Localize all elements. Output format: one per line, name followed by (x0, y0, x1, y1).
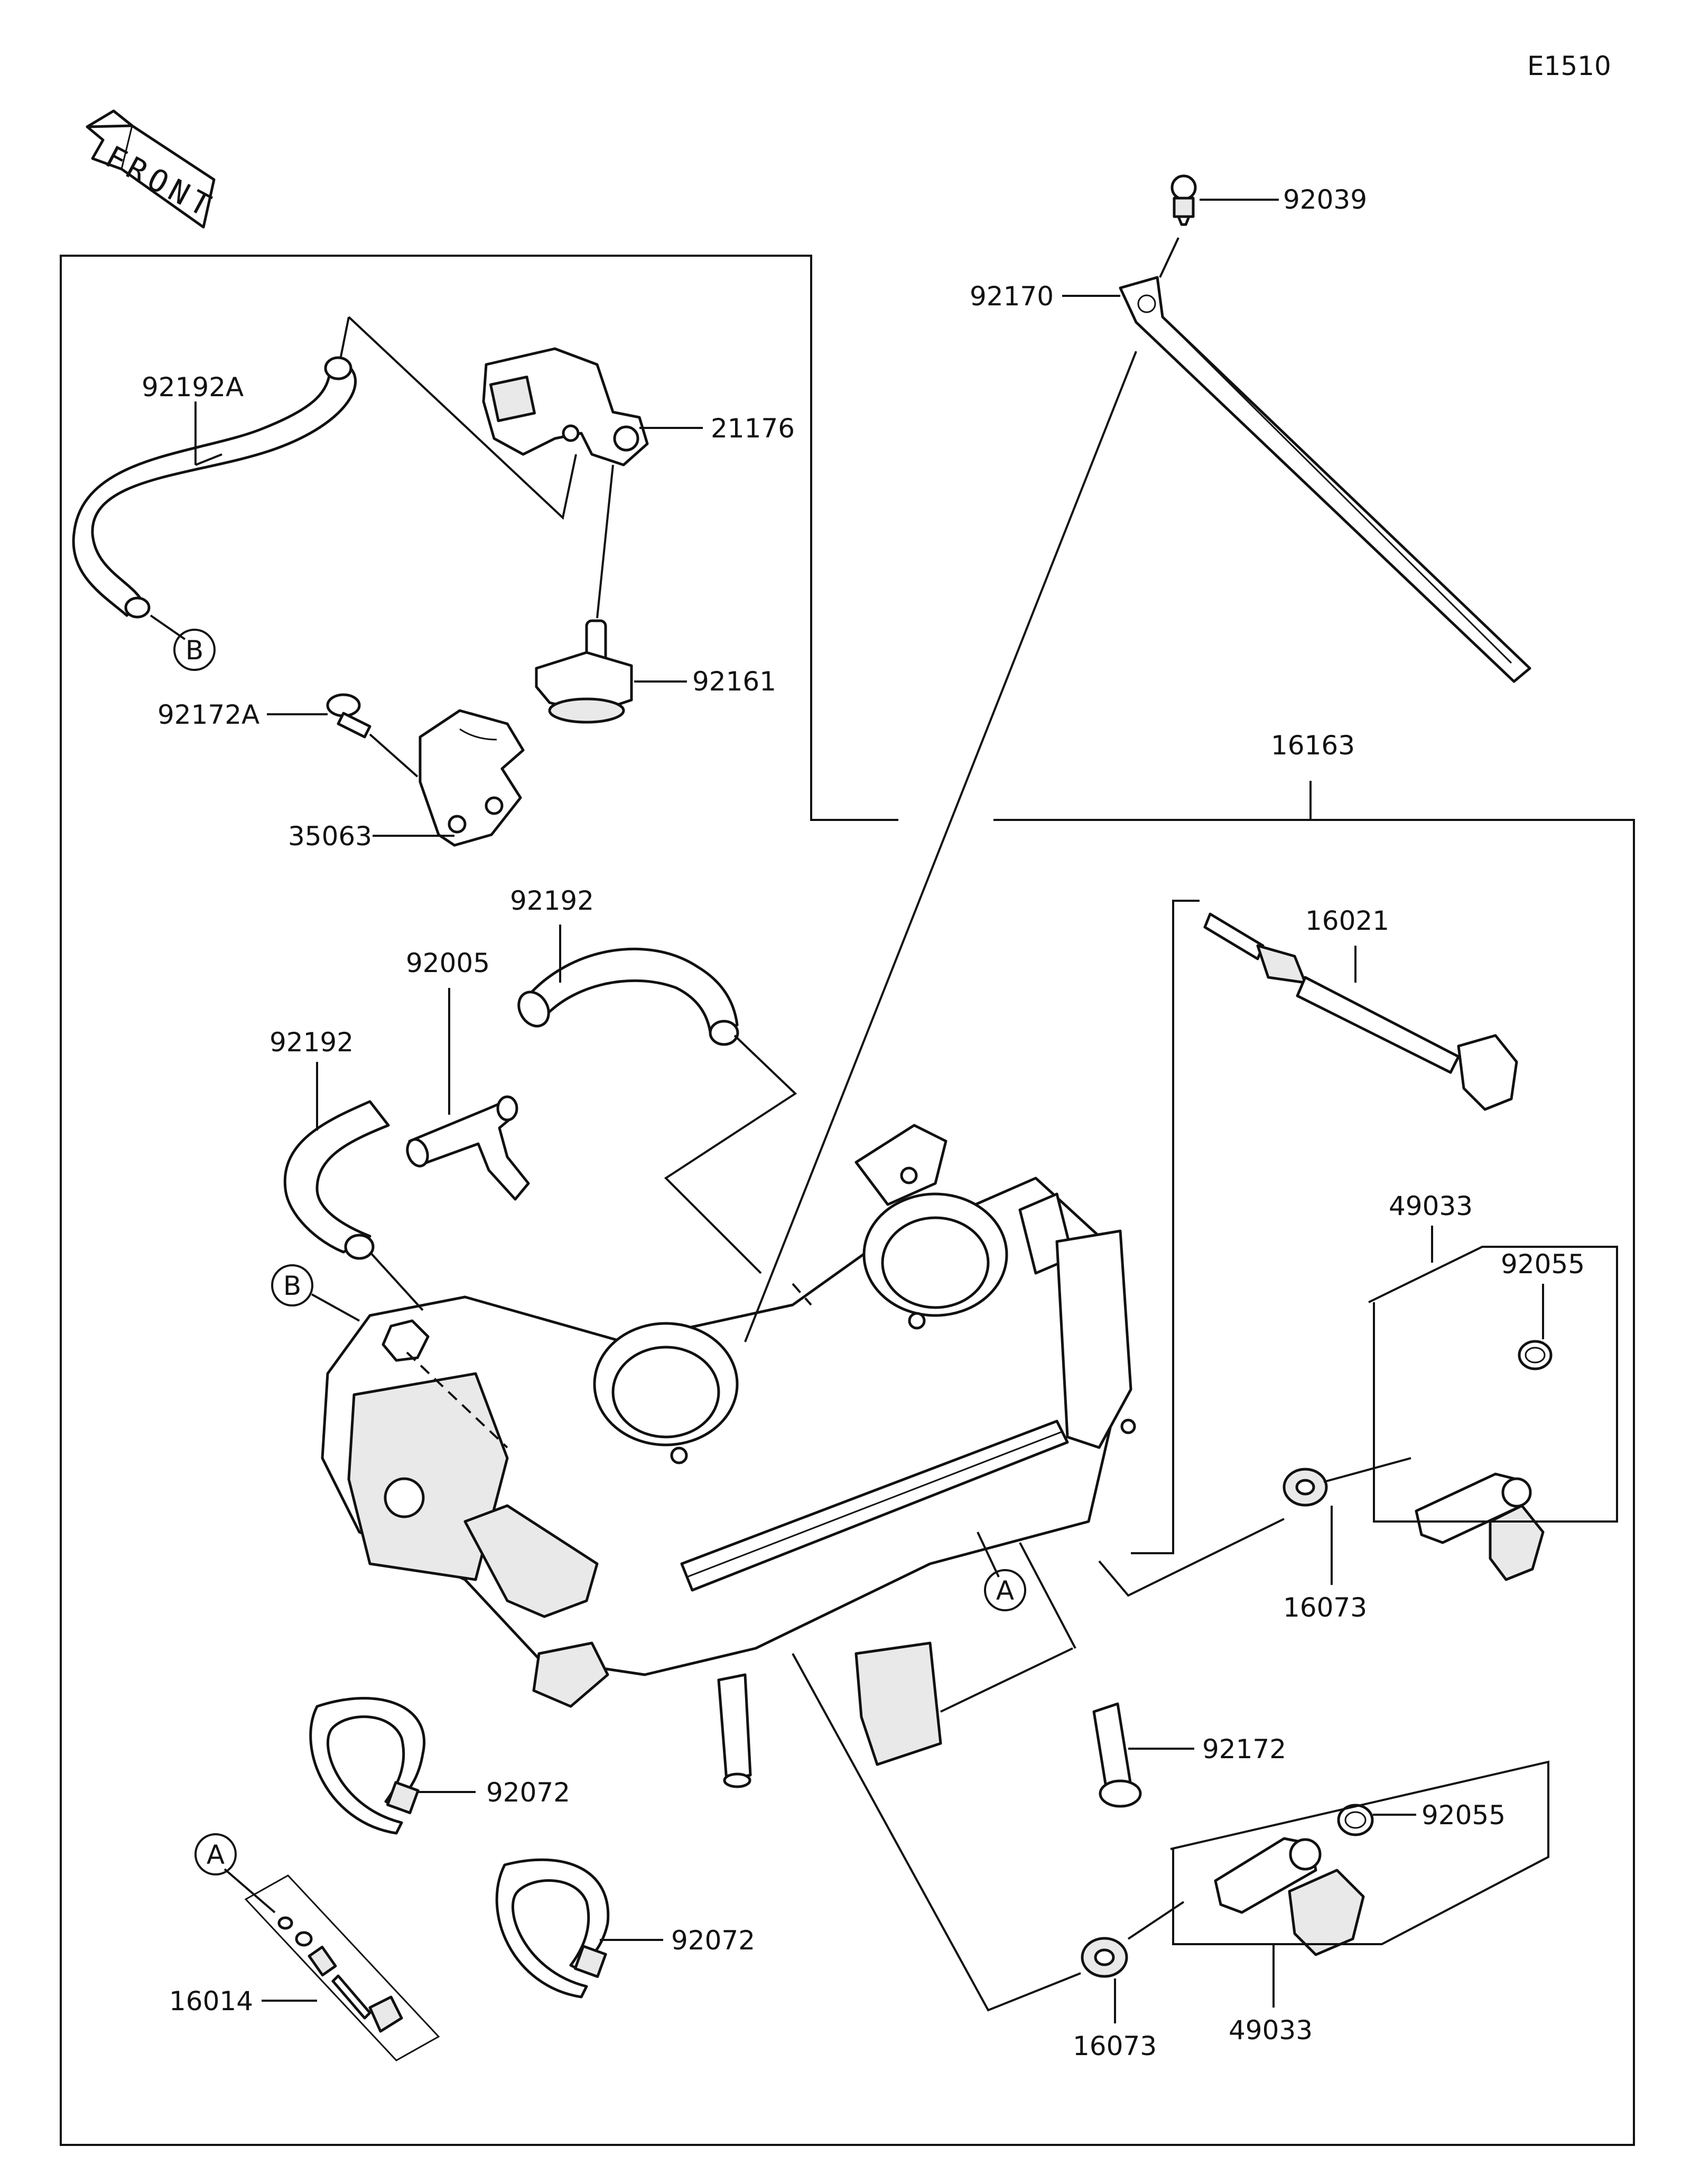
label-49033-bottom: 49033 (1229, 2015, 1313, 2046)
label-92192-top: 92192 (510, 885, 594, 916)
svg-text:B: B (185, 635, 203, 666)
clamp-92072-left-part (309, 1696, 425, 1835)
svg-text:B: B (283, 1271, 301, 1301)
assembly-frame (60, 255, 1635, 2146)
svg-text:A: A (207, 1840, 225, 1870)
label-92072-left: 92072 (486, 1777, 570, 1808)
label-92072-bottom: 92072 (671, 1925, 755, 1956)
label-92039: 92039 (1283, 184, 1367, 215)
label-16021: 16021 (1305, 906, 1389, 936)
label-92192A: 92192A (142, 372, 244, 403)
ref-marker-a-body: A (984, 1569, 1026, 1611)
part-labels: 92039 92170 92192A 21176 92161 92172A 35… (142, 184, 1585, 2061)
label-92055-bottom: 92055 (1421, 1800, 1506, 1831)
label-92172: 92172 (1202, 1734, 1286, 1765)
kit-16014-part (244, 1874, 440, 2061)
oring-92055-bottom-part (1337, 1804, 1374, 1836)
label-92192-left: 92192 (270, 1027, 354, 1058)
grommet-16073-top-part (1283, 1468, 1328, 1507)
injector-49033-bottom-part (1214, 1837, 1365, 1956)
grommet-16073-bottom-part (1081, 1937, 1128, 1978)
leader-lines (150, 199, 1618, 2023)
label-21176: 21176 (711, 413, 795, 444)
screw-92039-part (1170, 174, 1197, 226)
label-92170: 92170 (970, 281, 1054, 312)
oring-92055-top-part (1518, 1340, 1553, 1370)
front-arrow-icon: FRONT (86, 109, 221, 229)
label-92055-top: 92055 (1501, 1249, 1585, 1280)
sensor-21176-part (482, 347, 649, 466)
clamp-92072-bottom-part (495, 1858, 610, 1999)
label-92161: 92161 (692, 666, 776, 697)
diagram-id: E1510 (1527, 51, 1611, 81)
bolt-92172-part (1092, 1702, 1142, 1808)
label-16073-bottom: 16073 (1073, 2031, 1157, 2061)
label-92172A: 92172A (157, 699, 259, 730)
label-16163: 16163 (1271, 730, 1355, 761)
svg-text:A: A (996, 1575, 1014, 1606)
label-35063: 35063 (288, 821, 372, 852)
fitting-92005-part (406, 1095, 530, 1201)
injector-49033-top-part (1415, 1472, 1545, 1581)
hose-92192-left-part (283, 1100, 390, 1260)
label-49033-top: 49033 (1389, 1191, 1473, 1221)
plug-92161-part (535, 619, 633, 724)
hose-92192-top-part (517, 947, 739, 1046)
strap-92170-part (1119, 276, 1531, 683)
label-16073-top: 16073 (1283, 1592, 1367, 1623)
throttle-body-part (321, 1124, 1136, 1788)
ref-marker-b-body: B (271, 1264, 313, 1306)
label-16014: 16014 (169, 1986, 253, 2017)
hose-92192A-part (72, 356, 357, 619)
bracket-35063-part (419, 709, 525, 847)
screw-16021-part (1203, 912, 1518, 1111)
ref-marker-a-kit: A (194, 1833, 237, 1875)
label-92005: 92005 (406, 948, 490, 978)
ref-marker-b-top: B (173, 629, 216, 671)
bolt-92172A-part (326, 693, 371, 739)
